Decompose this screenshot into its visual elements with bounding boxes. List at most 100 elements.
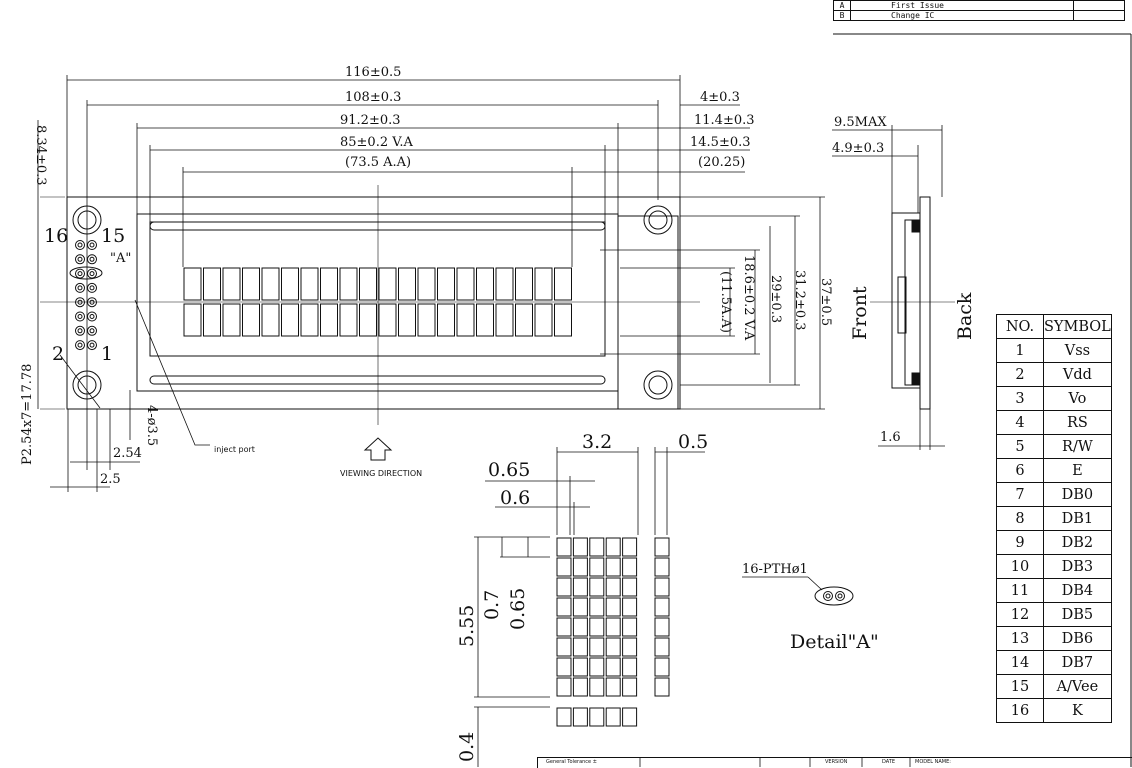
dot-cell	[556, 597, 572, 617]
pin-symbol: DB4	[1043, 578, 1112, 603]
dot-cell	[622, 677, 638, 697]
header-symbol: SYMBOL	[1043, 314, 1112, 339]
dim-right-4: 4±0.3	[700, 90, 740, 105]
version-label: VERSION	[825, 759, 848, 765]
dim-char-0-7: 0.7	[481, 589, 503, 620]
pin-hole	[87, 254, 97, 265]
dot-cell	[622, 577, 638, 597]
dot-cell	[605, 537, 621, 557]
dim-char-3-2: 3.2	[582, 431, 613, 453]
pin-number: 5	[996, 434, 1044, 459]
cursor-cell	[556, 707, 572, 727]
viewing-direction-label: VIEWING DIRECTION	[340, 469, 423, 478]
front-label: Front	[849, 286, 871, 340]
character-cell	[515, 267, 533, 301]
character-cell	[281, 303, 299, 337]
pin-number: 9	[996, 530, 1044, 555]
mounting-holes	[72, 205, 673, 400]
pin-hole-inner	[77, 271, 83, 277]
pin-hole-inner	[77, 256, 83, 262]
dot-cell	[589, 577, 605, 597]
pin-hole	[75, 311, 85, 322]
pin-number: 7	[996, 482, 1044, 507]
pin-symbol: Vdd	[1043, 362, 1112, 387]
inject-port-label: inject port	[214, 445, 255, 454]
pin-2-label: 2	[52, 343, 65, 365]
pin-symbol: E	[1043, 458, 1112, 483]
revision-mark: A	[833, 0, 851, 11]
dot-cell	[605, 657, 621, 677]
pin-hole	[87, 268, 97, 279]
character-cell	[495, 267, 514, 301]
pin-hole	[87, 311, 97, 322]
character-cell	[300, 303, 319, 337]
pin-hole-inner	[77, 342, 83, 348]
dot-cell	[589, 677, 605, 697]
dim-2-54: 2.54	[113, 446, 142, 461]
pin-hole	[75, 254, 85, 265]
pin-number: 16	[996, 698, 1044, 723]
dot-cell	[605, 617, 621, 637]
character-cell	[534, 303, 553, 337]
dot-cell	[622, 537, 638, 557]
pin-hole-inner	[89, 342, 95, 348]
model-label: MODEL NAME:	[915, 759, 951, 765]
dim-side-1-6: 1.6	[880, 430, 901, 445]
dim-va-width: 85±0.2 V.A	[340, 135, 413, 150]
date-label: DATE	[882, 759, 896, 765]
dot-cell	[622, 557, 638, 577]
revision-text: First Issue	[850, 0, 1074, 11]
dim-char-0-65-v: 0.65	[507, 587, 529, 630]
dot-cell	[622, 597, 638, 617]
pin-hole	[87, 240, 97, 250]
pin-number: 11	[996, 578, 1044, 603]
dot-cell	[572, 557, 588, 577]
pin-hole	[75, 282, 85, 293]
dot-cell	[654, 637, 670, 657]
pin-number: 1	[996, 338, 1044, 363]
pin-hole-inner	[89, 271, 95, 277]
pin-symbol: DB5	[1043, 602, 1112, 627]
dim-top-834: 8.34±0.3	[33, 125, 48, 186]
character-cell	[359, 267, 377, 301]
revision-row: A First Issue	[833, 0, 1125, 11]
dim-side-9-5: 9.5MAX	[834, 115, 887, 130]
dot-cell	[572, 577, 588, 597]
character-cell	[417, 303, 436, 337]
dot-cell	[556, 537, 572, 557]
dim-char-0-4: 0.4	[456, 731, 478, 762]
pin-number: 6	[996, 458, 1044, 483]
pin-symbol: DB7	[1043, 650, 1112, 675]
pin-symbol: A/Vee	[1043, 674, 1112, 699]
pin-hole-inner	[89, 328, 95, 334]
pth-label: 16-PTHø1	[742, 562, 808, 577]
pin-hole-inner	[89, 242, 95, 248]
pin-hole-inner	[77, 314, 83, 319]
title-block: General Tolerance ± VERSION DATE MODEL N…	[537, 757, 1132, 768]
pin-symbol: DB1	[1043, 506, 1112, 531]
character-cell	[183, 303, 202, 337]
character-cell	[534, 267, 553, 301]
character-cell	[437, 267, 455, 301]
character-cell	[554, 303, 572, 337]
pin-symbol: K	[1043, 698, 1112, 723]
pin-hole	[75, 240, 85, 250]
pin-hole	[75, 340, 85, 351]
character-cell	[320, 303, 338, 337]
dot-cell	[556, 617, 572, 637]
detail-a-ref: "A"	[110, 251, 132, 266]
connector-pins	[75, 240, 97, 351]
character-cell	[378, 267, 397, 301]
dot-cell	[556, 557, 572, 577]
